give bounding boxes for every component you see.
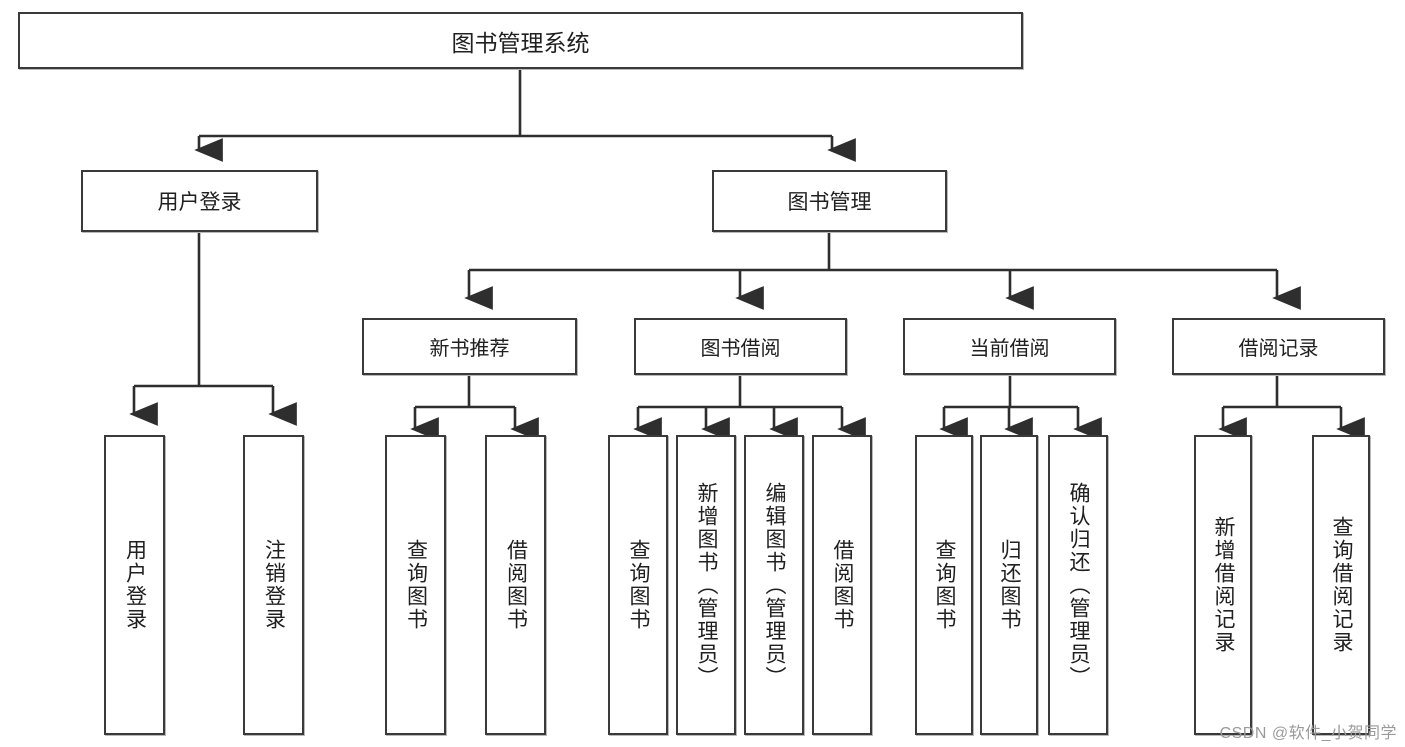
node-book-borrow[interactable]: 图书借阅 [634,318,847,375]
leaf-label: 用户登录 [123,539,147,631]
leaf-current-borrow-query[interactable]: 查询图书 [915,435,973,735]
node-new-book-recommend-label: 新书推荐 [429,338,510,360]
node-new-book-recommend[interactable]: 新书推荐 [362,318,577,375]
leaf-current-borrow-confirm[interactable]: 确认归还（管理员） [1048,435,1108,735]
leaf-borrow-record-add[interactable]: 新增借阅记录 [1194,435,1252,735]
leaf-label: 查询借阅记录 [1330,516,1354,654]
node-user-login-label: 用户登录 [157,191,242,214]
leaf-label: 新增图书（管理员） [695,481,719,689]
node-borrow-record[interactable]: 借阅记录 [1172,318,1385,375]
leaf-label: 查询图书 [627,539,651,631]
leaf-label: 新增借阅记录 [1212,516,1236,654]
leaf-book-borrow-borrow[interactable]: 借阅图书 [812,435,872,735]
leaf-label: 查询图书 [933,539,957,631]
leaf-label: 注销登录 [262,539,286,631]
leaf-label: 借阅图书 [831,539,855,631]
leaf-user-login-signout[interactable]: 注销登录 [243,435,304,735]
node-root[interactable]: 图书管理系统 [18,12,1023,69]
leaf-book-borrow-add[interactable]: 新增图书（管理员） [676,435,736,735]
leaf-label: 确认归还（管理员） [1067,481,1091,689]
leaf-book-borrow-query[interactable]: 查询图书 [608,435,668,735]
node-book-management-label: 图书管理 [787,191,872,214]
leaf-label: 编辑图书（管理员） [763,481,787,689]
leaf-new-book-query[interactable]: 查询图书 [385,435,446,735]
node-borrow-record-label: 借阅记录 [1238,338,1319,360]
node-current-borrow-label: 当前借阅 [969,338,1050,360]
leaf-book-borrow-edit[interactable]: 编辑图书（管理员） [744,435,804,735]
leaf-new-book-borrow[interactable]: 借阅图书 [485,435,546,735]
node-book-borrow-label: 图书借阅 [700,338,781,360]
leaf-current-borrow-return[interactable]: 归还图书 [980,435,1038,735]
leaf-label: 查询图书 [404,539,428,631]
node-user-login[interactable]: 用户登录 [81,170,318,232]
node-root-label: 图书管理系统 [451,29,590,56]
watermark: CSDN @软件_小贺同学 [1219,725,1397,742]
leaf-label: 借阅图书 [504,539,528,631]
leaf-label: 归还图书 [998,539,1022,631]
leaf-borrow-record-query[interactable]: 查询借阅记录 [1312,435,1370,735]
node-book-management[interactable]: 图书管理 [712,170,947,232]
node-current-borrow[interactable]: 当前借阅 [903,318,1116,375]
leaf-user-login-signin[interactable]: 用户登录 [104,435,165,735]
